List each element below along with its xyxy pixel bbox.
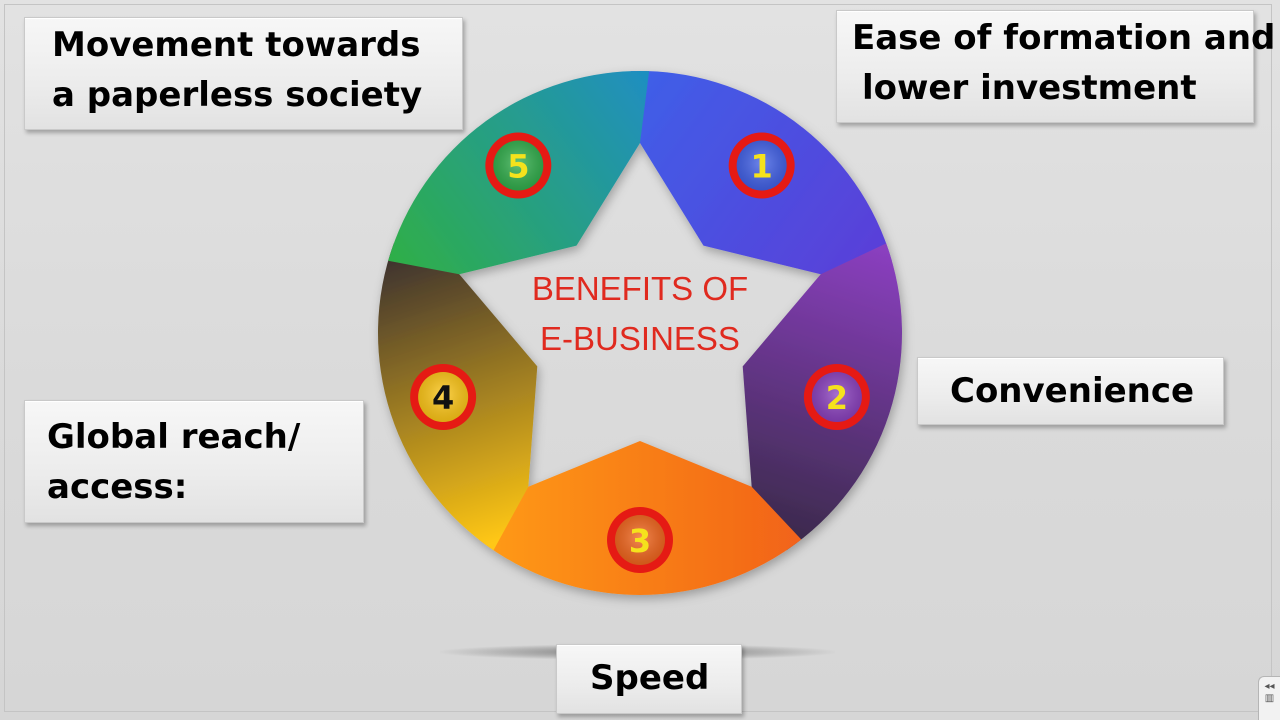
badge-number-2: 2: [826, 379, 848, 417]
benefit-4-line-2: access:: [47, 467, 188, 507]
benefit-box-speed: Speed: [556, 644, 742, 714]
center-title-line-2: E-BUSINESS: [540, 320, 740, 357]
benefit-box-paperless: Movement towards a paperless society: [24, 17, 463, 130]
benefit-5-line-2: a paperless society: [52, 75, 423, 115]
badge-3: 3: [607, 507, 673, 573]
benefit-1-line-1: Ease of formation and: [852, 18, 1276, 58]
badge-number-3: 3: [629, 522, 651, 560]
scroll-handle[interactable]: ◂◂▥: [1258, 676, 1280, 720]
center-title-line-1: BENEFITS OF: [532, 270, 748, 307]
benefit-4-line-1: Global reach/: [47, 417, 301, 457]
benefit-1-line-2: lower investment: [862, 68, 1197, 108]
badge-shade-3: [615, 515, 665, 565]
badge-shade-5: [493, 140, 544, 191]
badge-number-1: 1: [751, 148, 773, 186]
badge-number-4: 4: [432, 379, 454, 417]
badge-1: 1: [728, 132, 795, 199]
badge-number-5: 5: [507, 148, 529, 186]
badge-5: 5: [485, 132, 552, 199]
benefit-box-formation: Ease of formation and lower investment: [836, 10, 1276, 123]
benefit-box-global-reach: Global reach/ access:: [24, 400, 364, 523]
benefit-3-line-1: Speed: [590, 658, 710, 698]
badge-shade-2: [811, 371, 862, 422]
badge-2: 2: [803, 363, 870, 430]
benefit-5-line-1: Movement towards: [52, 25, 421, 65]
benefit-box-convenience: Convenience: [917, 357, 1224, 425]
badge-shade-4: [418, 371, 469, 422]
benefit-2-line-1: Convenience: [950, 371, 1195, 411]
badge-shade-1: [736, 140, 787, 191]
badge-4: 4: [410, 363, 477, 430]
